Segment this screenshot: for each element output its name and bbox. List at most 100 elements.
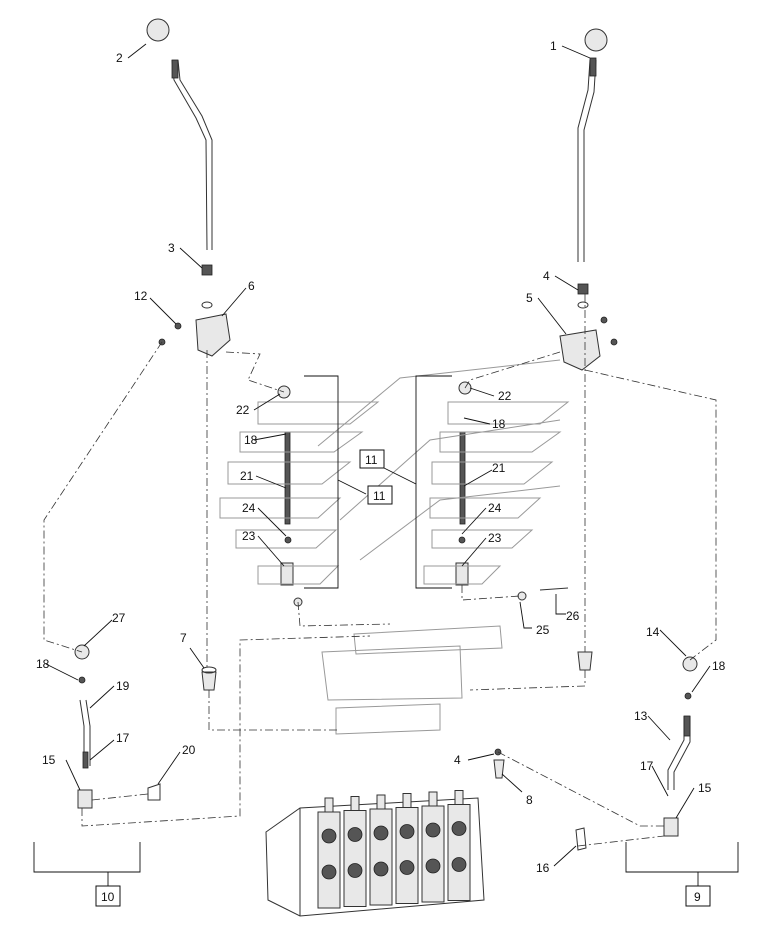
valve-body-outline — [265, 625, 503, 917]
callout-16: 16 — [536, 861, 550, 875]
callout-21-left: 21 — [240, 469, 254, 483]
center-left-clevis — [280, 562, 294, 586]
center-pin-7 — [201, 666, 217, 691]
ref-11-b: 11 — [373, 489, 386, 503]
valve-port — [373, 825, 389, 841]
callout-22-left: 22 — [236, 403, 250, 417]
callout-24-right: 24 — [488, 501, 502, 515]
left-knob — [146, 18, 170, 42]
center-left-rod — [284, 431, 291, 525]
callout-14: 14 — [646, 625, 660, 639]
valve-spool — [376, 794, 386, 810]
right-base-assembly — [559, 283, 618, 371]
ghost-panels — [219, 359, 570, 585]
callout-25: 25 — [536, 623, 550, 637]
callout-labels: 1 2 3 4 5 6 12 22 18 21 24 23 22 18 21 2… — [36, 39, 726, 904]
right-washer — [577, 301, 589, 309]
right-bracket — [559, 329, 601, 371]
ref-11-a: 11 — [365, 453, 378, 467]
left-lever-thread — [171, 59, 179, 79]
callout-12: 12 — [134, 289, 148, 303]
valve-section — [447, 804, 471, 901]
callout-3: 3 — [168, 241, 175, 255]
bracket-left-group — [304, 375, 339, 589]
right-knob — [584, 28, 608, 52]
callout-24-left: 24 — [242, 501, 256, 515]
callout-17-left: 17 — [116, 731, 130, 745]
box-ref-11-b — [367, 485, 393, 505]
callout-18-right: 18 — [492, 417, 506, 431]
left-bracket — [195, 313, 231, 357]
callout-18-left: 18 — [244, 433, 258, 447]
callout-23-right: 23 — [488, 531, 502, 545]
callout-7: 7 — [180, 631, 187, 645]
valve-port — [425, 858, 441, 874]
frame-ref-10 — [33, 842, 141, 873]
valve-spool — [428, 791, 438, 807]
valve-port — [451, 857, 467, 872]
callout-27: 27 — [112, 611, 126, 625]
right-bolt-a — [600, 316, 608, 324]
ref-10: 10 — [101, 890, 115, 904]
left-lower-assembly — [74, 644, 161, 809]
valve-section — [369, 808, 393, 906]
left-nut — [201, 264, 213, 276]
left-base-assembly — [158, 264, 231, 357]
callout-8: 8 — [526, 793, 533, 807]
center-left-nut — [284, 536, 292, 544]
center-right-rod — [459, 431, 466, 525]
valve-section — [421, 805, 445, 903]
valve-spool — [324, 797, 334, 813]
valve-port — [373, 861, 389, 877]
right-lower-assembly — [575, 656, 698, 851]
right-bolt-b — [610, 338, 618, 346]
valve-port — [399, 824, 415, 839]
right-nut — [577, 283, 589, 295]
callout-5: 5 — [526, 291, 533, 305]
valve-spool — [402, 793, 412, 808]
valve-port — [321, 864, 337, 880]
leader-lines — [45, 43, 711, 867]
callout-2: 2 — [116, 51, 123, 65]
linkage-lines — [43, 294, 717, 847]
valve-section — [395, 807, 419, 904]
left-lever-assembly — [146, 18, 213, 251]
callout-18-lower-left: 18 — [36, 657, 50, 671]
right-lever-assembly — [577, 28, 608, 262]
valve-port — [347, 863, 363, 878]
ref-9: 9 — [694, 890, 701, 904]
callout-15-right: 15 — [698, 781, 712, 795]
callout-22-right: 22 — [498, 389, 512, 403]
valve-spool — [350, 796, 360, 811]
left-washer — [201, 301, 213, 309]
right-lever-rod — [577, 59, 597, 262]
valve-section — [343, 810, 367, 907]
center-left-rod-assembly — [277, 385, 303, 607]
frame-ref-9 — [625, 842, 739, 873]
valve-port — [399, 860, 415, 875]
callout-4-lower: 4 — [454, 753, 461, 767]
leader-11-a — [383, 467, 417, 485]
callout-21-right: 21 — [492, 461, 506, 475]
center-right-rod-assembly — [455, 381, 472, 586]
box-ref-11-a — [359, 449, 385, 469]
valve-port — [347, 827, 363, 842]
right-lever-thread — [589, 57, 597, 77]
valve-section — [317, 811, 341, 909]
valve-port — [321, 828, 337, 844]
valve-sections — [317, 790, 471, 909]
callout-13: 13 — [634, 709, 648, 723]
box-ref-9 — [685, 885, 711, 907]
box-ref-10 — [95, 885, 121, 907]
left-lever-rod — [171, 59, 213, 251]
callout-17-right: 17 — [640, 759, 654, 773]
callout-20: 20 — [182, 743, 196, 757]
center-right-nut — [458, 536, 466, 544]
callout-6: 6 — [248, 279, 255, 293]
callout-4-top: 4 — [543, 269, 550, 283]
callout-19: 19 — [116, 679, 130, 693]
bracket-right-group — [415, 375, 452, 589]
callout-15-left: 15 — [42, 753, 56, 767]
valve-spool — [454, 790, 464, 805]
